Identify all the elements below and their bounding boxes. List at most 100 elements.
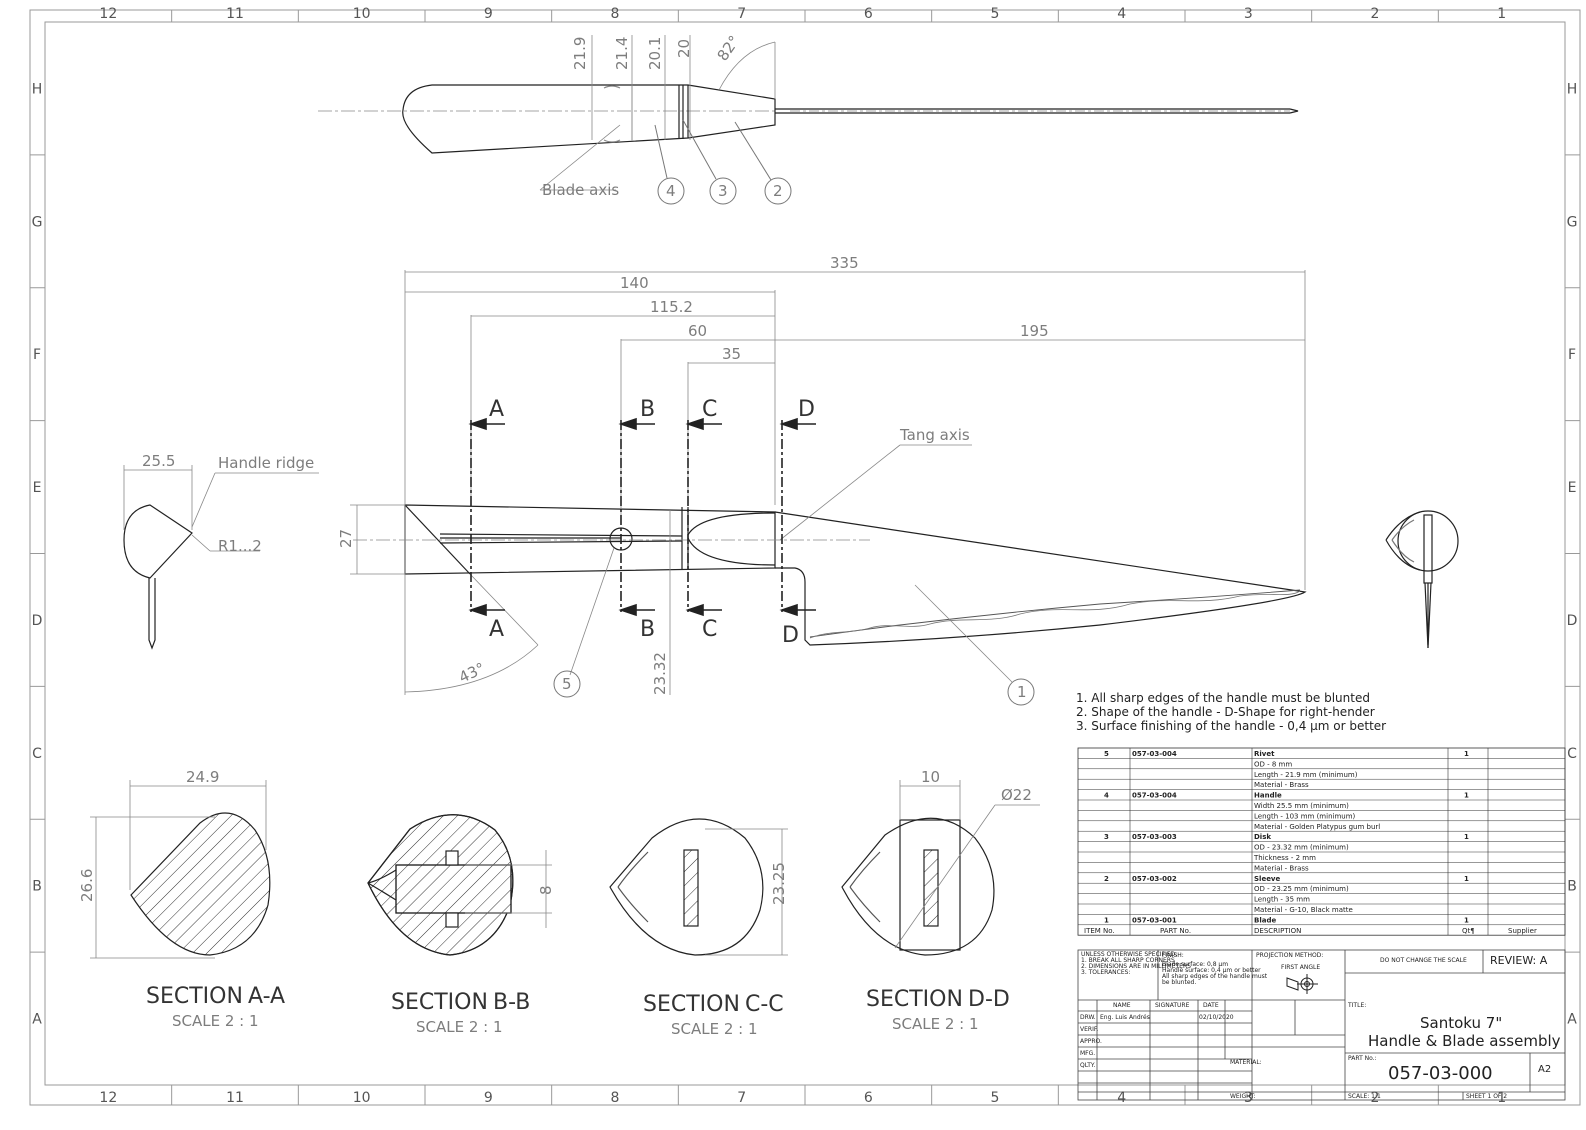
balloon-5: 5 <box>562 675 572 693</box>
zone-row-right-A: A <box>1567 1012 1577 1028</box>
section-d-d-title: SECTION <box>866 987 963 1012</box>
zone-col-bottom-12: 12 <box>99 1090 117 1106</box>
section-letter-a-bottom: A <box>489 617 504 642</box>
zone-row-right-B: B <box>1567 879 1577 895</box>
dim-82-deg: 82° <box>714 32 744 64</box>
title-block <box>1077 949 1566 1101</box>
dim-25-5: 25.5 <box>142 452 175 470</box>
tb-break: 1. BREAK ALL SHARP CORNERS <box>1081 957 1175 964</box>
bom-cell-qty: 1 <box>1464 750 1469 758</box>
zone-row-left-B: B <box>32 879 42 895</box>
label-radius: R1...2 <box>218 537 262 555</box>
tb-title-line-2: Handle & Blade assembly <box>1368 1032 1561 1050</box>
tb-dims-mm: 2. DIMENSIONS ARE IN MILLIMETERS <box>1081 963 1191 970</box>
zone-col-top-1: 1 <box>1497 6 1506 22</box>
dim-21-4: 21.4 <box>613 37 631 70</box>
zone-col-top-8: 8 <box>611 6 620 22</box>
tb-title-line-1: Santoku 7" <box>1420 1014 1502 1032</box>
section-d-d-scale: SCALE 2 : 1 <box>892 1015 979 1033</box>
bom-cell-item: 2 <box>1104 875 1109 883</box>
zone-row-right-C: C <box>1567 746 1577 762</box>
note-1: 1. All sharp edges of the handle must be… <box>1076 691 1370 705</box>
section-letter-c-bottom: C <box>702 617 717 642</box>
tb-material: MATERIAL: <box>1230 1059 1262 1066</box>
dim-20: 20 <box>675 39 693 58</box>
section-letter-b-bottom: B <box>640 617 655 642</box>
bom-cell-part: 057-03-003 <box>1132 833 1177 841</box>
zone-col-bottom-9: 9 <box>484 1090 493 1106</box>
left-end-view <box>123 465 319 650</box>
zone-row-right-F: F <box>1568 347 1576 363</box>
bom-cell-desc: Handle <box>1254 792 1282 800</box>
zone-col-top-5: 5 <box>991 6 1000 22</box>
bom-cell-desc: Length - 35 mm <box>1254 896 1310 904</box>
zone-col-bottom-2: 2 <box>1371 1090 1380 1106</box>
bom-header-item: ITEM No. <box>1084 927 1115 935</box>
bom-cell-desc: Material - G-10, Black matte <box>1254 906 1353 914</box>
bom-cell-item: 1 <box>1104 916 1109 924</box>
bom-cell-qty: 1 <box>1464 792 1469 800</box>
top-view-balloons <box>654 119 792 205</box>
dim-23-32: 23.32 <box>651 652 669 695</box>
tb-part-no-label: PART No.: <box>1348 1055 1377 1062</box>
dim-dia-22: Ø22 <box>1001 786 1032 804</box>
sheet-outer-frame <box>29 9 1581 1106</box>
tb-scale: SCALE: 1:1 <box>1348 1093 1381 1100</box>
bom-header-supplier: Supplier <box>1508 927 1537 935</box>
tb-qlty: QLTY. <box>1080 1062 1095 1069</box>
zone-col-top-2: 2 <box>1371 6 1380 22</box>
zone-col-bottom-3: 3 <box>1244 1090 1253 1106</box>
zone-col-top-3: 3 <box>1244 6 1253 22</box>
zone-row-left-G: G <box>32 214 43 230</box>
bom-header-qty: Qt¶ <box>1462 927 1475 935</box>
bom-cell-desc: OD - 8 mm <box>1254 760 1292 768</box>
bom-cell-qty: 1 <box>1464 916 1469 924</box>
section-a-a-title: SECTION <box>146 984 243 1009</box>
tb-col-name: NAME <box>1113 1002 1131 1009</box>
zone-row-right-G: G <box>1567 214 1578 230</box>
bom-cell-desc: Thickness - 2 mm <box>1253 854 1316 862</box>
section-b-b-suffix: B-B <box>493 990 530 1015</box>
section-letter-a-top: A <box>489 397 504 422</box>
balloon-2: 2 <box>773 182 783 200</box>
zone-col-bottom-5: 5 <box>991 1090 1000 1106</box>
dim-8: 8 <box>537 885 555 895</box>
bom-header-part: PART No. <box>1160 927 1191 935</box>
zone-row-right-H: H <box>1567 81 1578 97</box>
bom-cell-part: 057-03-004 <box>1132 750 1177 758</box>
dim-43-deg: 43° <box>456 659 488 687</box>
label-blade-axis: Blade axis <box>542 181 619 199</box>
zone-col-bottom-10: 10 <box>353 1090 371 1106</box>
section-b-b-title: SECTION <box>391 990 488 1015</box>
bom-cell-item: 3 <box>1104 833 1109 841</box>
zone-col-bottom-8: 8 <box>611 1090 620 1106</box>
front-view-dims: 335 140 115.2 60 35 195 27 43° 23.32 A B… <box>337 254 1049 695</box>
tb-col-date: DATE <box>1203 1002 1219 1009</box>
dim-24-9: 24.9 <box>186 768 219 786</box>
bom-cell-part: 057-03-001 <box>1132 916 1177 924</box>
balloon-1: 1 <box>1017 683 1027 701</box>
dim-60: 60 <box>688 322 707 340</box>
zone-row-left-C: C <box>32 746 42 762</box>
bom-cell-part: 057-03-004 <box>1132 792 1177 800</box>
label-tang-axis: Tang axis <box>899 426 970 444</box>
section-c-c-scale: SCALE 2 : 1 <box>671 1020 758 1038</box>
dim-20-1: 20.1 <box>646 37 664 70</box>
section-a-a-scale: SCALE 2 : 1 <box>172 1012 259 1030</box>
bom-cell-desc: OD - 23.25 mm (minimum) <box>1254 885 1349 893</box>
section-c-c-title: SECTION <box>643 992 740 1017</box>
bom-cell-qty: 1 <box>1464 875 1469 883</box>
bom-cell-desc: Length - 103 mm (minimum) <box>1254 812 1356 820</box>
bom-cell-desc: Material - Golden Platypus gum burl <box>1254 823 1380 831</box>
label-handle-ridge: Handle ridge <box>218 454 314 472</box>
section-titles: SECTION A-A SCALE 2 : 1 SECTION B-B SCAL… <box>146 984 1010 1038</box>
note-2: 2. Shape of the handle - D-Shape for rig… <box>1076 705 1375 719</box>
title-block-text: UNLESS OTHERWISE SPECIFIED: 1. BREAK ALL… <box>1080 951 1561 1100</box>
bom-cell-desc: Material - Brass <box>1254 781 1309 789</box>
balloon-4: 4 <box>666 182 676 200</box>
tb-finish: FINISH: <box>1162 952 1184 959</box>
tb-review: REVIEW: A <box>1490 954 1548 967</box>
